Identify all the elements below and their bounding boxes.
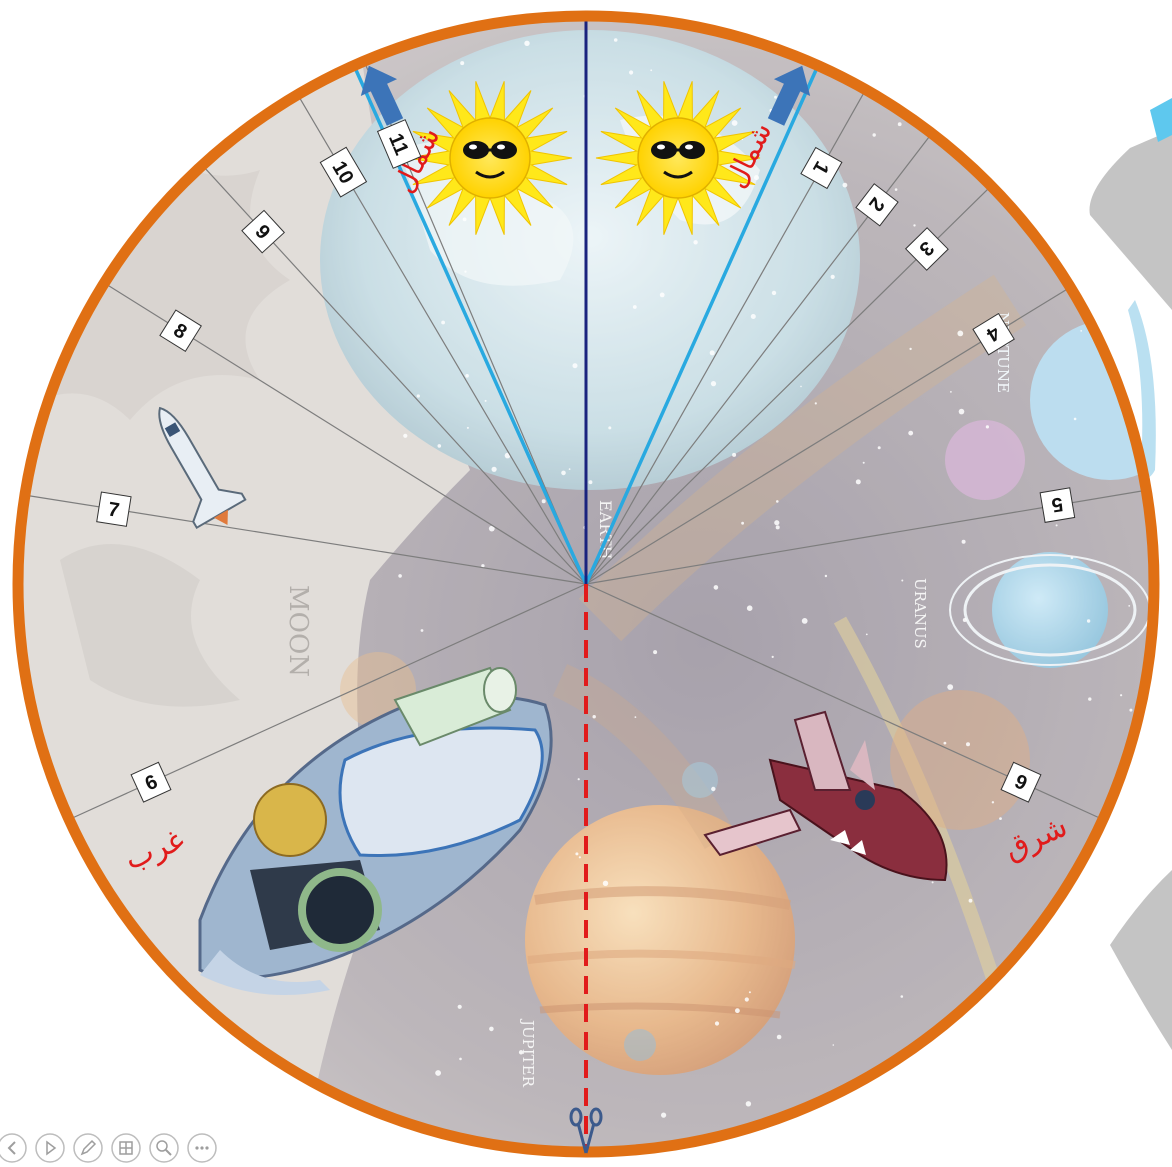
chevron-left-icon [7,1141,16,1155]
magnifier-icon [156,1140,172,1156]
uranus-label: URANUS [911,578,929,649]
hour-label-box [130,761,172,803]
hour-label-box [800,146,843,190]
hour-label-9: 9 [241,209,285,254]
earth-label: EARTH [596,500,615,560]
hour-label-box [241,209,285,254]
hour-label-box [904,227,949,271]
hour-label-10: 10 [319,146,368,198]
hour-label-6: 6 [1000,761,1042,803]
hour-label-text: 5 [1050,492,1065,516]
jupiter-label: JUPITER [519,1018,537,1088]
hour-label-8: 8 [159,309,202,353]
hour-label-text: 7 [107,498,121,521]
play-icon [46,1140,57,1156]
hour-label-11: 11 [376,119,422,169]
hour-label-box [972,312,1015,356]
hour-label-box [376,119,422,169]
hour-label-4: 4 [972,312,1015,356]
hour-label-2: 2 [855,183,899,227]
hour-label-box [319,146,368,198]
slides-button[interactable] [111,1133,141,1163]
pen-button[interactable] [73,1133,103,1163]
space-shuttle-icon [158,406,247,530]
zoom-button[interactable] [149,1133,179,1163]
hour-label-7: 7 [96,491,132,527]
sun-face-icon [595,81,761,235]
wedge-line-right [584,69,818,585]
next-slide-preview [1089,98,1172,1050]
fighter-ship-icon [703,710,948,882]
north-arrow-right-icon [767,65,811,126]
spaceship-icon [198,666,553,995]
hour-label-box [159,309,202,353]
north-arrow-left-icon [360,65,404,126]
more-icon [195,1146,209,1150]
hour-label-box [1039,487,1076,523]
scissors-icon [569,1107,603,1154]
slides-icon [119,1141,133,1155]
pen-icon [80,1139,97,1156]
moon-label: MOON [283,585,313,677]
more-button[interactable] [187,1133,217,1163]
hour-label-box [1000,761,1042,803]
previous-button[interactable] [0,1133,27,1163]
hour-label-3: 3 [904,227,949,271]
hour-label-5: 5 [1039,487,1076,523]
hour-label-box [96,491,132,527]
uranus-planet [992,552,1108,668]
hour-label-box [855,183,899,227]
slideshow-toolbar [0,1133,217,1163]
hour-label-1: 1 [800,146,843,190]
hour-label-6: 6 [130,761,172,803]
play-button[interactable] [35,1133,65,1163]
